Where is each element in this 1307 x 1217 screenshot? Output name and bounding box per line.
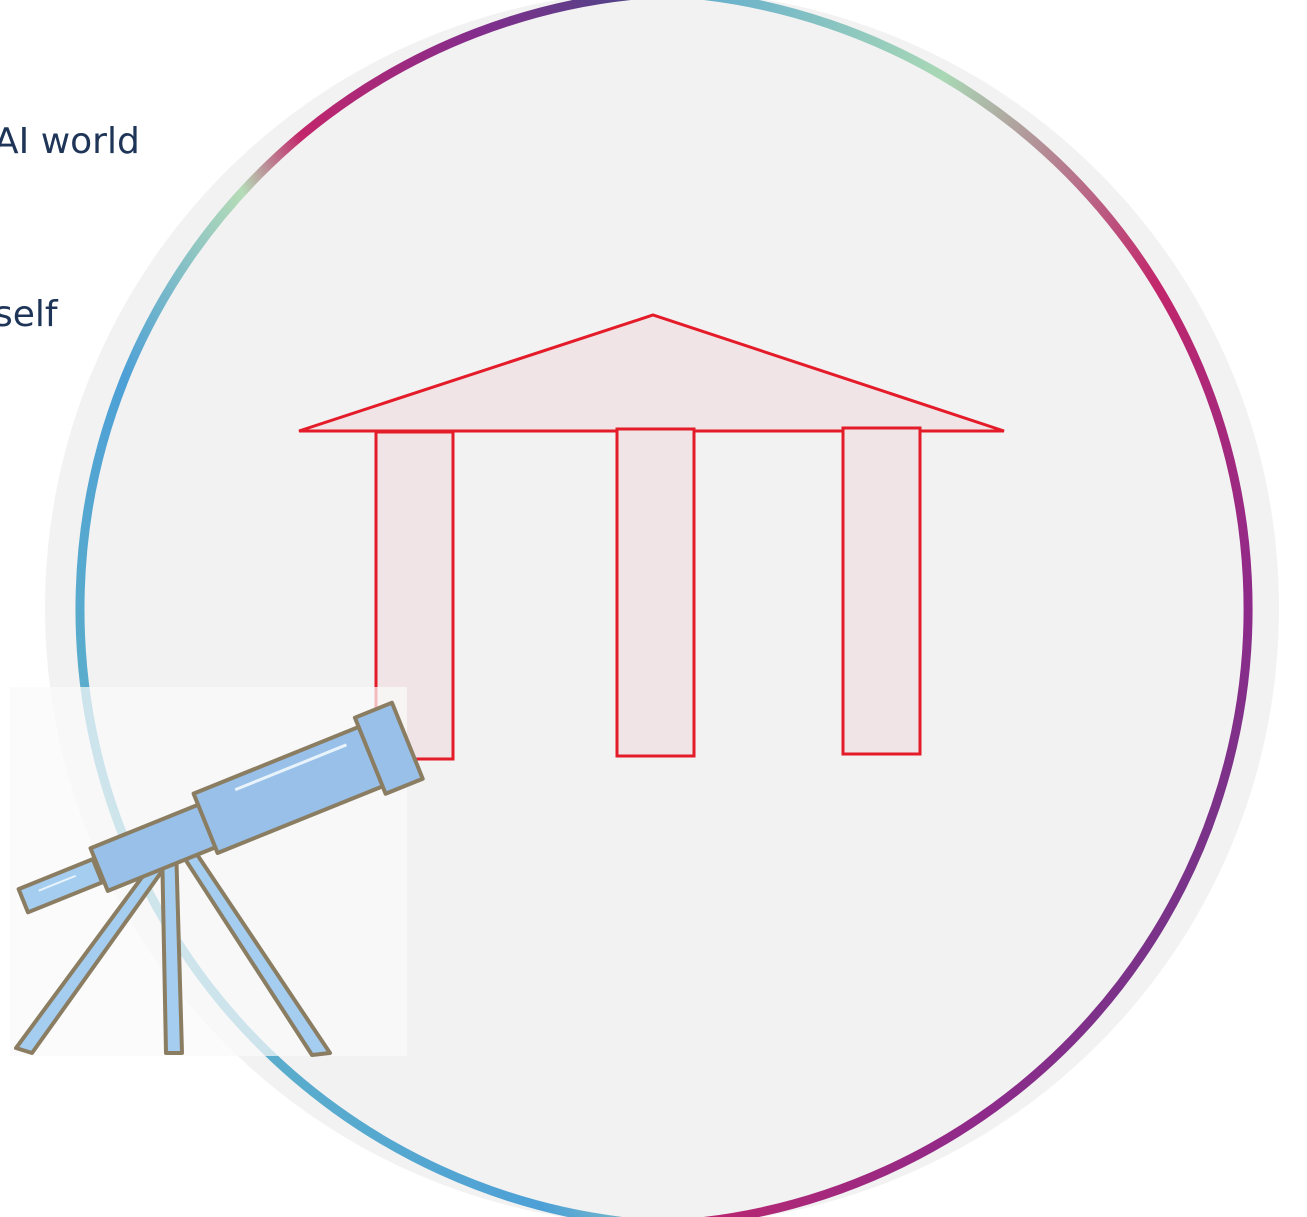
- telescope-icon: [14, 700, 425, 1057]
- text-line-2: self: [0, 294, 58, 335]
- text-line-1: AI world: [0, 121, 140, 162]
